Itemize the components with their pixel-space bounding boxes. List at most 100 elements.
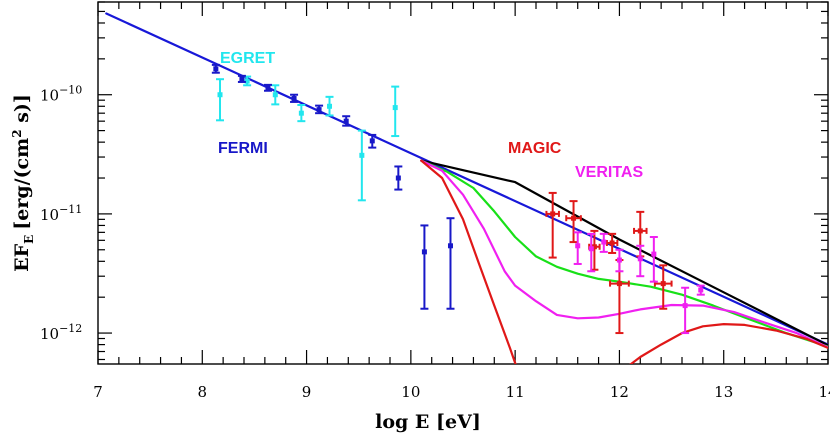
fermi-point	[263, 83, 272, 92]
y-axis-title-main: EF	[11, 243, 33, 271]
veritas-label: VERITAS	[575, 164, 643, 181]
y-axis-title: EFE [erg/(cm2 s)]	[10, 94, 36, 272]
egret-marker	[392, 105, 398, 111]
y-axis-title-sub: E	[22, 235, 36, 244]
fermi-marker	[239, 76, 245, 82]
magic-label: MAGIC	[508, 140, 562, 157]
fermi-marker	[421, 249, 427, 255]
magic-curve	[420, 159, 517, 364]
magic-point	[545, 191, 560, 259]
veritas-marker	[682, 303, 688, 309]
egret-marker	[298, 110, 304, 116]
veritas-point	[573, 231, 582, 265]
egret-marker	[244, 78, 250, 84]
plot-frame	[97, 1, 829, 365]
x-axis-title: log E [eV]	[375, 411, 481, 433]
egret-marker	[327, 103, 333, 109]
veritas-marker	[601, 239, 607, 245]
egret-marker	[272, 92, 278, 98]
y-tick-base: 10	[40, 325, 59, 343]
fermi-label: FERMI	[218, 140, 268, 157]
black-curve	[420, 159, 828, 347]
veritas-marker	[575, 243, 581, 249]
fermi-marker	[395, 175, 401, 181]
x-tick-label: 8	[198, 383, 208, 401]
fermi-point	[211, 63, 220, 74]
magic-marker	[616, 281, 622, 287]
magic-marker	[591, 244, 597, 250]
fermi-marker	[343, 118, 349, 124]
fermi-marker	[291, 95, 297, 101]
magic-marker	[609, 240, 615, 246]
veritas-point	[587, 232, 596, 273]
fermi-marker	[447, 243, 453, 249]
y-tick-label: 10−10	[40, 84, 82, 105]
fermi-marker	[213, 66, 219, 72]
egret-point	[391, 85, 400, 138]
y-axis-title-unit: [erg/(cm	[11, 138, 33, 230]
x-tick-label: 14	[818, 383, 830, 401]
fermi-marker	[369, 138, 375, 144]
veritas-point	[599, 232, 608, 253]
veritas-marker	[651, 251, 657, 257]
magic-point	[565, 200, 582, 244]
fermi-point	[342, 115, 351, 127]
fermi-point	[446, 217, 455, 310]
x-tick-label: 13	[714, 383, 733, 401]
magic-marker	[550, 211, 556, 217]
y-axis-title-sup: 2	[10, 129, 24, 137]
y-tick-exponent: −10	[59, 84, 82, 97]
y-tick-exponent: −11	[59, 203, 82, 216]
blue_line-curve	[105, 12, 828, 346]
fermi-point	[420, 224, 429, 310]
x-tick-label: 10	[401, 383, 420, 401]
fermi-point	[368, 133, 377, 149]
egret-point	[271, 84, 280, 106]
veritas-marker	[698, 287, 704, 293]
magic-marker	[637, 228, 643, 234]
egret-point	[297, 103, 306, 123]
y-tick-exponent: −12	[59, 322, 82, 335]
model-curves	[105, 12, 828, 364]
fermi-marker	[316, 107, 322, 113]
magic-point	[605, 232, 619, 254]
data-points	[211, 63, 705, 335]
veritas-point	[649, 235, 658, 283]
veritas-point	[636, 244, 645, 278]
egret-point	[357, 129, 366, 202]
x-tick-label: 7	[93, 383, 103, 401]
veritas-marker	[588, 246, 594, 252]
veritas-marker	[616, 257, 622, 263]
x-tick-label: 12	[610, 383, 629, 401]
fermi-point	[394, 165, 403, 191]
veritas-point	[681, 286, 690, 335]
x-tick-label: 11	[506, 383, 525, 401]
egret-point	[325, 95, 334, 117]
y-tick-base: 10	[40, 87, 59, 105]
veritas-marker	[637, 256, 643, 262]
veritas-point	[696, 284, 705, 296]
x-tick-label: 9	[302, 383, 312, 401]
veritas-curve	[420, 159, 828, 349]
y-tick-base: 10	[40, 206, 59, 224]
magic-curve	[629, 323, 828, 364]
y-tick-label: 10−12	[40, 322, 82, 343]
egret-marker	[217, 92, 223, 98]
egret-label: EGRET	[220, 50, 275, 67]
egret-marker	[359, 152, 365, 158]
magic-marker	[660, 281, 666, 287]
fermi-point	[237, 74, 246, 83]
magic-point	[653, 264, 673, 310]
egret-point	[216, 78, 225, 122]
fermi-point	[290, 93, 299, 103]
fermi-marker	[265, 85, 271, 91]
fermi-point	[315, 104, 324, 115]
axis-ticks	[97, 1, 829, 364]
magic-marker	[571, 215, 577, 221]
green-curve	[420, 159, 828, 348]
veritas-point	[615, 248, 624, 273]
y-axis-title-end: s)]	[11, 94, 33, 129]
y-tick-label: 10−11	[40, 203, 82, 224]
